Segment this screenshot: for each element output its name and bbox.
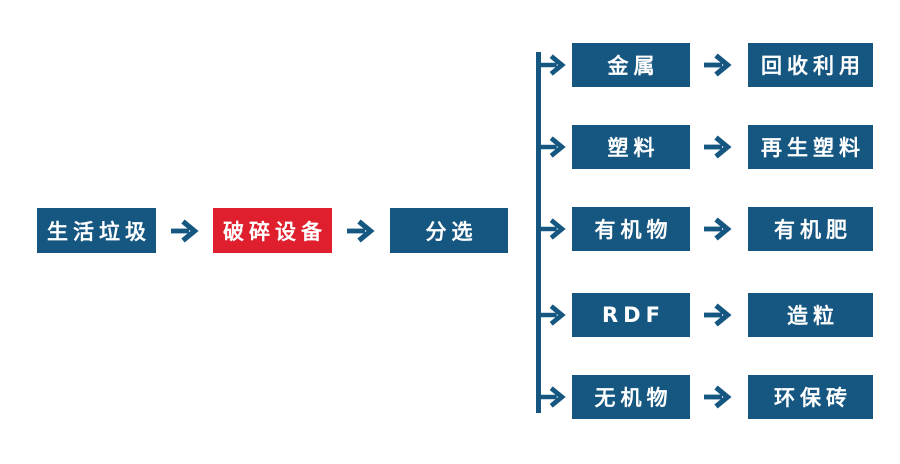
node-label: 环保砖	[774, 386, 852, 410]
node-inorganic-matter: 无机物	[572, 375, 690, 419]
branch-arrow-right-icon	[541, 136, 566, 158]
branch-arrow-right-icon	[541, 54, 566, 76]
node-recycled-plastic: 再生塑料	[748, 125, 873, 169]
arrow-right-icon	[704, 385, 732, 409]
node-label: 分选	[425, 219, 478, 244]
node-label: 再生塑料	[761, 136, 865, 160]
arrow-right-icon	[704, 303, 732, 327]
node-eco-brick: 环保砖	[748, 375, 873, 419]
node-label: 生活垃圾	[47, 219, 151, 244]
node-sorting: 分选	[390, 208, 508, 253]
node-label: 金属	[607, 54, 660, 78]
node-label: RDF	[602, 303, 665, 327]
node-label: 破碎设备	[223, 219, 327, 244]
arrow-right-icon	[171, 219, 199, 243]
node-label: 有机物	[594, 218, 673, 242]
arrow-right-icon	[704, 217, 732, 241]
node-label: 有机肥	[774, 218, 852, 242]
node-recycling: 回收利用	[748, 43, 873, 87]
node-crushing-equipment: 破碎设备	[213, 208, 332, 253]
node-organic-fertilizer: 有机肥	[748, 207, 873, 251]
arrow-right-icon	[704, 53, 732, 77]
branch-arrow-right-icon	[541, 386, 566, 408]
node-label: 造粒	[787, 304, 839, 328]
node-organic-matter: 有机物	[572, 207, 690, 251]
branch-arrow-right-icon	[541, 218, 566, 240]
node-label: 无机物	[594, 386, 673, 410]
node-metal: 金属	[572, 43, 690, 87]
branch-connector-line	[536, 52, 541, 413]
node-rdf: RDF	[572, 293, 690, 337]
node-label: 回收利用	[761, 54, 865, 78]
node-plastic: 塑料	[572, 125, 690, 169]
arrow-right-icon	[704, 135, 732, 159]
arrow-right-icon	[347, 219, 375, 243]
node-label: 塑料	[607, 136, 660, 160]
node-granulation: 造粒	[748, 293, 873, 337]
node-household-waste: 生活垃圾	[37, 208, 156, 253]
branch-arrow-right-icon	[541, 304, 566, 326]
